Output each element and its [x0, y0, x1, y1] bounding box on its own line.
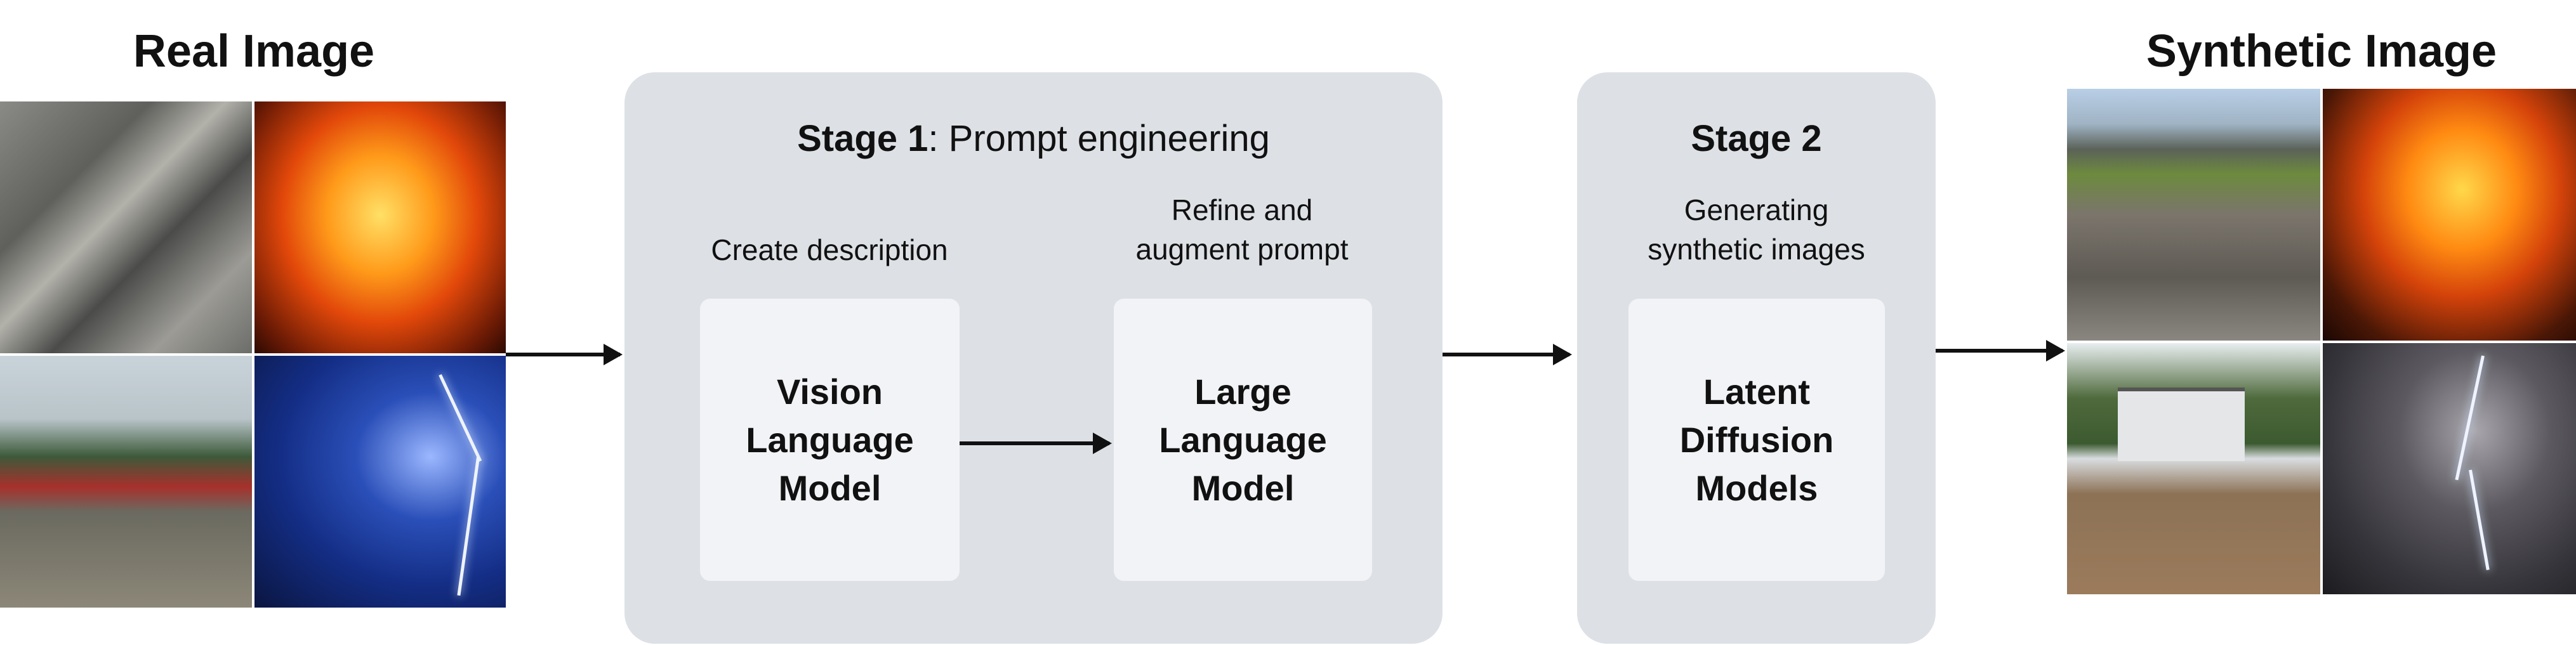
- vision-language-model-box: Vision Language Model: [700, 299, 960, 581]
- real-image-flooded-street: [0, 356, 252, 608]
- step-create-description-label: Create description: [711, 233, 948, 266]
- synthetic-image-grid: [2067, 89, 2576, 594]
- synthetic-image-burning-house: [2323, 89, 2576, 341]
- arrow-vlm-to-llm: [960, 433, 1112, 454]
- stage2-title-bold: Stage 2: [1691, 118, 1822, 159]
- real-image-burning-building: [254, 101, 506, 353]
- ldm-line1: Latent: [1703, 371, 1810, 412]
- house-shape: [2118, 387, 2245, 461]
- real-image-grid: [0, 101, 506, 608]
- large-language-model-box: Large Language Model: [1114, 299, 1372, 581]
- vlm-line3: Model: [778, 467, 882, 508]
- vlm-line1: Vision: [776, 371, 883, 412]
- stage2-title: Stage 2: [1577, 117, 1936, 160]
- stage2-label-line2: synthetic images: [1648, 233, 1865, 266]
- arrow-stage2-to-synthetic: [1936, 340, 2065, 362]
- step-refine-line2: augment prompt: [1135, 233, 1349, 266]
- stage1-title: Stage 1: Prompt engineering: [624, 117, 1443, 160]
- ldm-line2: Diffusion: [1679, 419, 1834, 460]
- llm-line3: Model: [1191, 467, 1295, 508]
- real-image-lightning-storm: [254, 356, 506, 608]
- arrow-stage1-to-stage2: [1443, 344, 1572, 365]
- stage1-title-rest: : Prompt engineering: [928, 118, 1270, 159]
- synthetic-image-flooded-house: [2067, 342, 2320, 594]
- arrow-real-to-stage1: [506, 344, 623, 365]
- llm-line2: Language: [1159, 419, 1327, 460]
- synthetic-image-title: Synthetic Image: [2146, 26, 2497, 77]
- stage2-label-line1: Generating: [1684, 193, 1829, 226]
- synthetic-image-debris-highway: [2067, 89, 2320, 341]
- step-refine-line1: Refine and: [1171, 193, 1313, 226]
- real-image-title: Real Image: [133, 26, 375, 77]
- synthetic-image-lightning-road: [2323, 342, 2576, 594]
- stage2-label: Generating synthetic images: [1577, 190, 1936, 269]
- ldm-line3: Models: [1695, 467, 1818, 508]
- llm-line1: Large: [1194, 371, 1291, 412]
- vlm-line2: Language: [746, 419, 914, 460]
- step-refine-prompt-label: Refine and augment prompt: [1083, 190, 1401, 269]
- stage1-title-bold: Stage 1: [797, 118, 928, 159]
- real-image-collapsed-bridge: [0, 101, 252, 353]
- latent-diffusion-models-box: Latent Diffusion Models: [1628, 299, 1885, 581]
